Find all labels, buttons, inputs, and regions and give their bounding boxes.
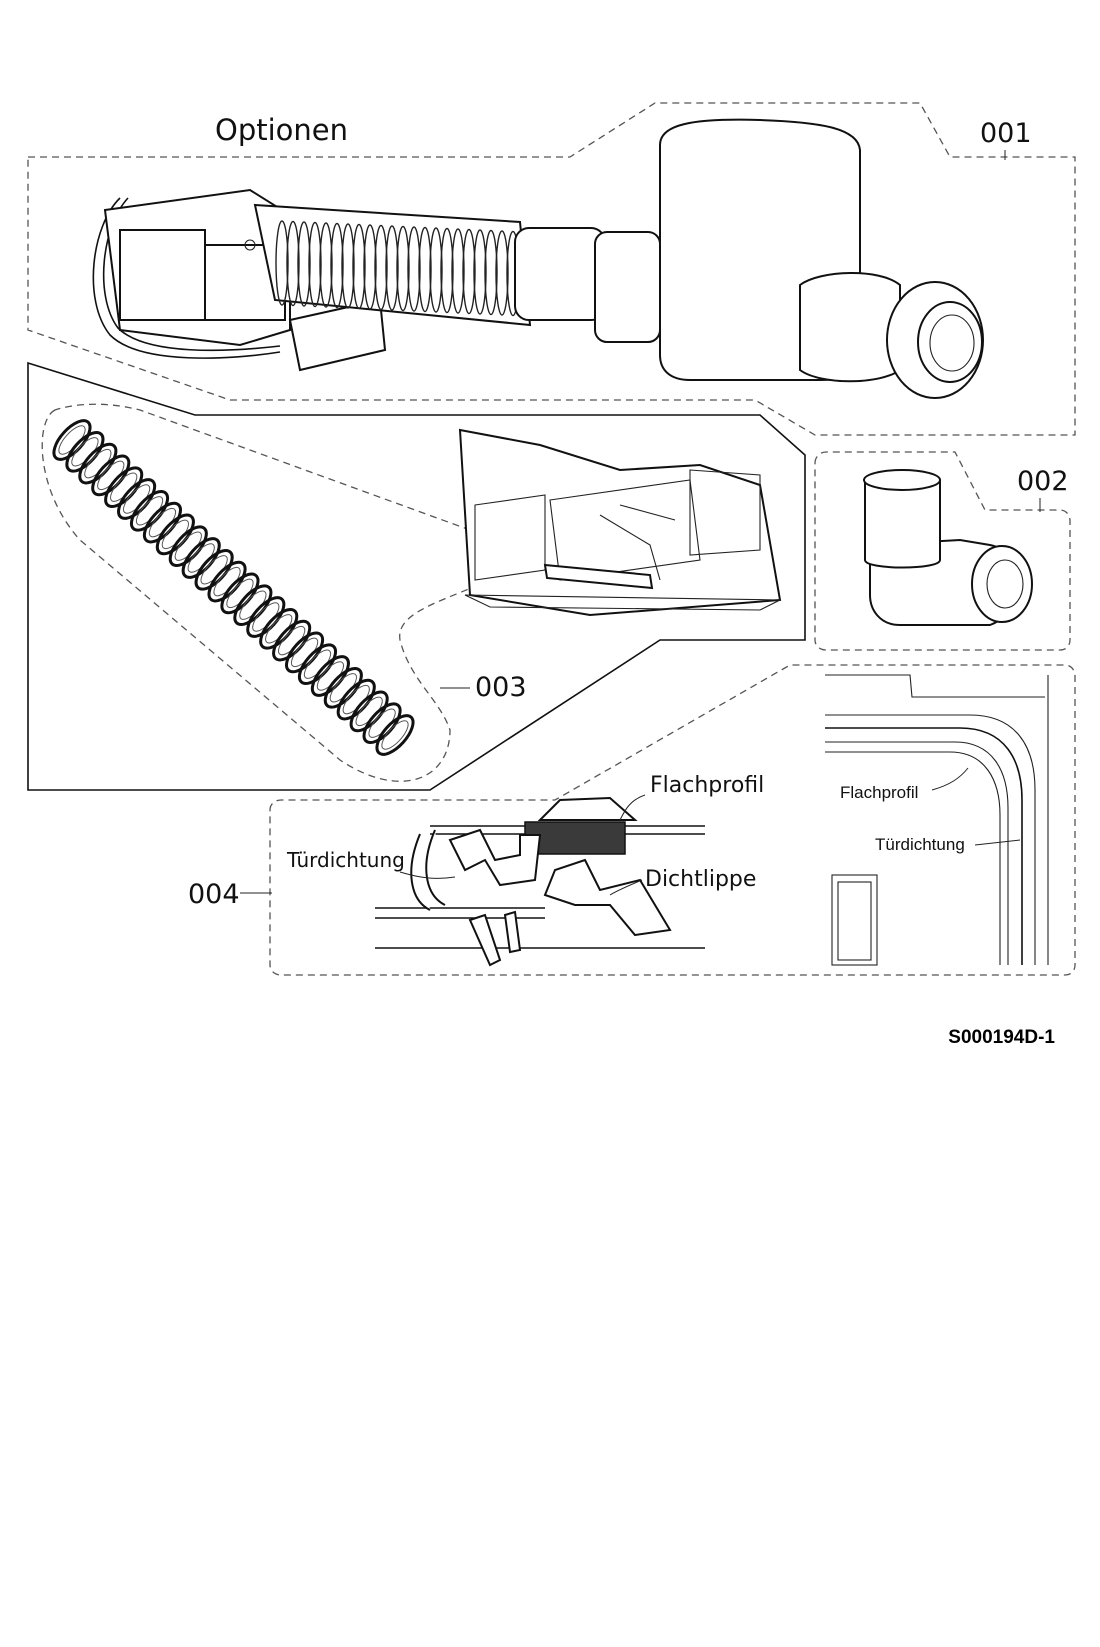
part-004-group: 004 Flachprofil Türdichtung Dichtlippe	[188, 664, 1076, 976]
spring-coil	[362, 702, 402, 744]
hose-rib	[462, 228, 476, 315]
spring-coil	[233, 584, 273, 626]
hose-rib	[473, 229, 487, 315]
hose-rib	[451, 228, 465, 314]
hose-rib	[363, 224, 377, 310]
spring-coil	[130, 490, 170, 532]
spring-coil	[259, 608, 299, 650]
hose-rib	[275, 220, 289, 306]
hose-rib	[308, 221, 322, 308]
part-001-group: 001	[27, 102, 1076, 436]
hose-rib	[495, 230, 509, 316]
hose-rib	[374, 224, 388, 311]
hose-rib	[385, 225, 399, 311]
part-004-boundary	[269, 664, 1076, 976]
spring-coil	[104, 466, 144, 508]
spring-coil	[297, 643, 337, 685]
spring-coil	[246, 596, 286, 638]
hose-wire	[92, 197, 281, 359]
spring-coil	[336, 678, 376, 721]
hose-rib	[341, 223, 355, 309]
spring-coil	[91, 454, 131, 497]
hose-rib	[407, 226, 421, 312]
elbow-outlet	[971, 545, 1033, 623]
spring-coil	[65, 431, 105, 473]
door-corner-window	[831, 874, 878, 966]
diagram-title: Optionen	[215, 113, 348, 147]
part-001-label: 001	[980, 118, 1032, 149]
hose-ribs	[275, 220, 520, 317]
spring-coil	[78, 442, 118, 485]
hose-rib	[429, 227, 443, 313]
spring-coil	[117, 478, 157, 520]
spring-coil	[142, 501, 182, 544]
hose-coupling	[514, 227, 606, 321]
part-003-frame	[27, 361, 806, 791]
flachprofil-fill	[524, 821, 626, 855]
seal-clip	[468, 913, 502, 967]
label-flachprofil-section: Flachprofil	[650, 773, 764, 798]
hose-rib	[352, 223, 366, 310]
part-003-group: 003	[27, 361, 806, 791]
spring-callout	[41, 403, 501, 782]
hose-nut	[594, 231, 661, 343]
door-seal-profile-icon	[375, 796, 705, 967]
label-turdichtung-corner: Türdichtung	[875, 835, 965, 854]
part-002-group: 002	[814, 451, 1071, 651]
door-hinge-icon	[458, 428, 782, 617]
hose-rib	[484, 229, 498, 316]
door-seal-line	[825, 727, 1023, 965]
spring-coil-inner	[381, 720, 409, 750]
hose-rib	[330, 222, 344, 309]
spring-coil	[375, 714, 415, 756]
spring-coil	[220, 572, 260, 615]
spring-coil	[310, 655, 350, 697]
hinge-body	[458, 428, 782, 617]
hose-foot	[288, 298, 387, 372]
hose-rib	[297, 221, 311, 307]
hinge-spring	[543, 563, 654, 590]
elbow-connector-icon	[863, 469, 1033, 626]
label-dichtlippe-section: Dichtlippe	[645, 867, 756, 892]
spring-coil	[272, 619, 312, 662]
spring-coil	[168, 525, 208, 567]
part-003-label: 003	[475, 672, 527, 703]
hose-rib	[396, 225, 410, 312]
hose-rib	[319, 222, 333, 308]
hose-rib	[418, 226, 432, 313]
part-001-boundary	[27, 102, 1076, 436]
spring-coil	[194, 549, 234, 591]
part-002-label: 002	[1017, 466, 1069, 497]
door-corner-icon	[825, 674, 1049, 966]
spring-coil	[285, 631, 325, 674]
valve-box	[119, 229, 206, 321]
part-002-boundary	[814, 451, 1071, 651]
seal-upper	[448, 828, 542, 887]
spring-coil	[52, 419, 92, 461]
spring-coil	[323, 667, 363, 709]
spring-coil	[207, 560, 247, 603]
spring-coil	[181, 537, 221, 579]
corrugated-hose	[253, 203, 532, 327]
dichtlippe-section	[543, 858, 672, 937]
spring-coil	[155, 513, 195, 556]
spring-coil	[349, 690, 389, 733]
part-004-label: 004	[188, 879, 240, 910]
label-turdichtung-section: Türdichtung	[286, 848, 405, 872]
hose-rib	[286, 220, 300, 307]
drain-hose-icon	[92, 118, 984, 399]
reference-code: S000194D-1	[948, 1027, 1055, 1048]
hose-rib	[440, 227, 454, 314]
label-flachprofil-corner: Flachprofil	[840, 783, 918, 802]
spring-icon	[52, 419, 415, 756]
flachprofil-section	[537, 796, 638, 821]
